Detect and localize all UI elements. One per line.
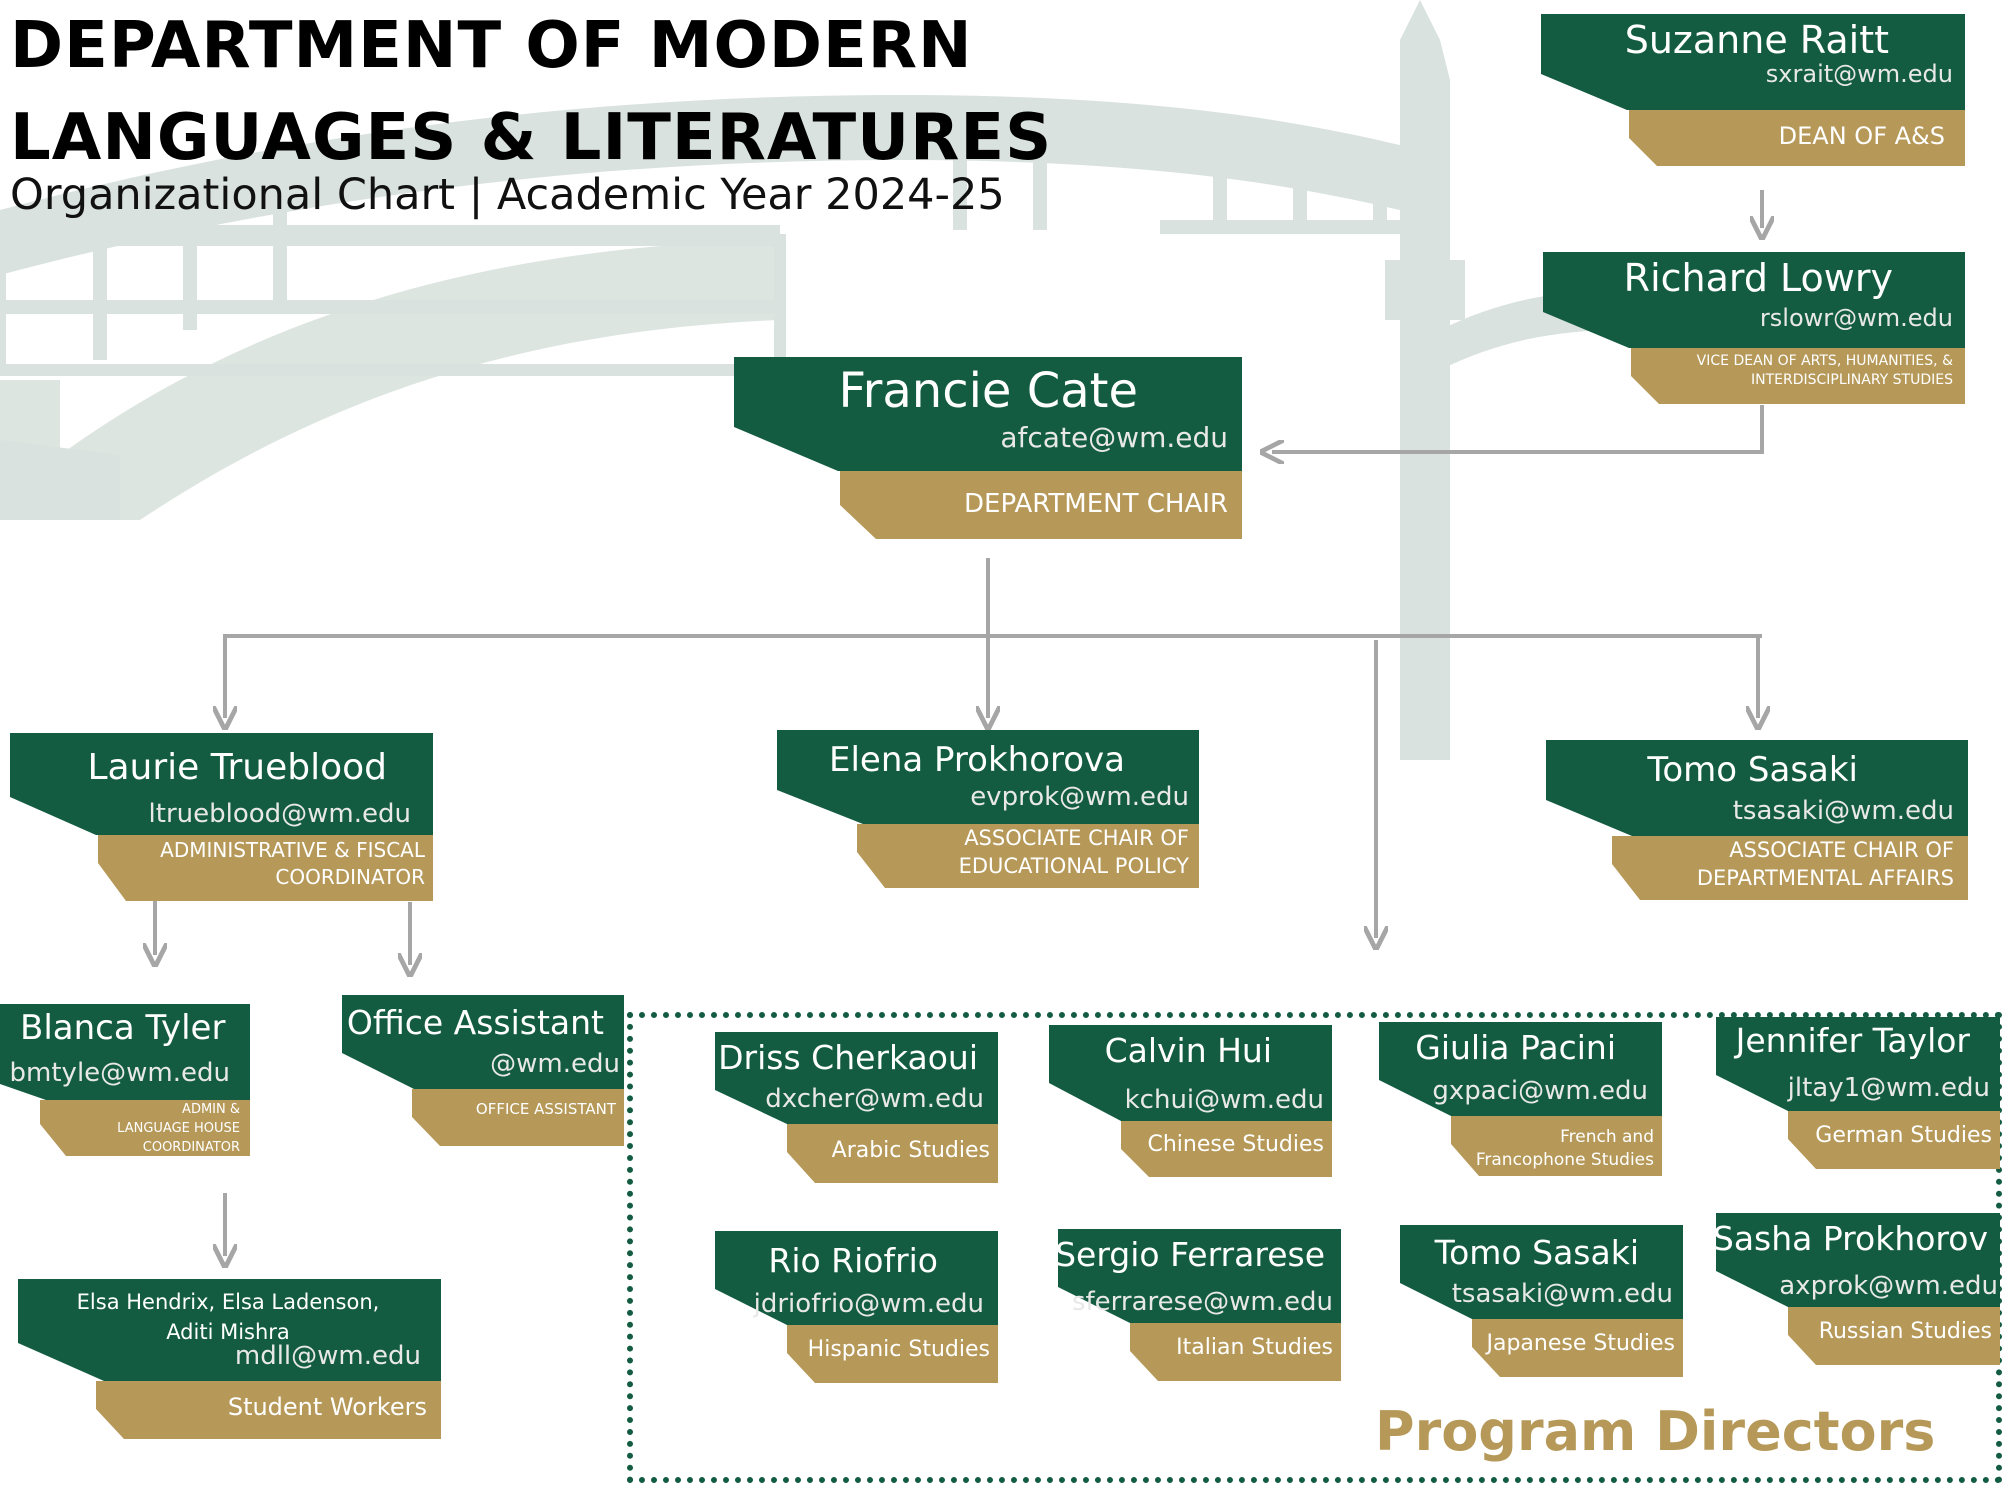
card-office-assistant: Office Assistant @wm.edu OFFICE ASSISTAN…: [342, 995, 624, 1146]
page-subtitle: Organizational Chart | Academic Year 202…: [10, 170, 1005, 220]
program-directors-label: Program Directors: [1375, 1400, 1936, 1463]
affairs-chair-role-line-1: ASSOCIATE CHAIR OF: [1729, 838, 1954, 862]
chair-email: afcate@wm.edu: [1000, 421, 1228, 454]
director-card: Jennifer Taylor jltay1@wm.edu German Stu…: [1716, 1017, 2000, 1169]
vice-dean-role: VICE DEAN OF ARTS, HUMANITIES, & INTERDI…: [1697, 352, 1953, 390]
director-card: Tomo Sasaki tsasaki@wm.edu Japanese Stud…: [1400, 1225, 1683, 1377]
house-coordinator-role-line-3: COORDINATOR: [142, 1139, 240, 1155]
director-email: jdriofrio@wm.edu: [753, 1289, 984, 1319]
director-email: gxpaci@wm.edu: [1432, 1076, 1648, 1106]
affairs-chair-name: Tomo Sasaki: [1647, 750, 1858, 790]
affairs-chair-role-line-2: DEPARTMENTAL AFFAIRS: [1696, 866, 1954, 891]
title-line-2: LANGUAGES & LITERATURES: [10, 101, 1053, 175]
student-workers-names-line-2: Aditi Mishra: [166, 1320, 290, 1345]
vice-dean-name: Richard Lowry: [1623, 256, 1893, 300]
house-coordinator-role-line-2: LANGUAGE HOUSE: [117, 1120, 240, 1136]
coordinator-name: Laurie Trueblood: [87, 747, 387, 788]
director-program: Chinese Studies: [1147, 1132, 1325, 1157]
director-email: kchui@wm.edu: [1124, 1085, 1324, 1115]
director-email: axprok@wm.edu: [1779, 1271, 1998, 1301]
policy-chair-email: evprok@wm.edu: [970, 782, 1189, 812]
director-email: jltay1@wm.edu: [1787, 1073, 1990, 1103]
student-workers-names-line-1: Elsa Hendrix, Elsa Ladenson,: [76, 1290, 380, 1314]
affairs-chair-email: tsasaki@wm.edu: [1732, 796, 1954, 826]
director-card: Rio Riofrio jdriofrio@wm.edu Hispanic St…: [715, 1231, 998, 1383]
title-line-1: DEPARTMENT OF MODERN: [10, 9, 973, 83]
director-name: Rio Riofrio: [768, 1241, 938, 1280]
page-title: DEPARTMENT OF MODERN LANGUAGES & LITERAT…: [10, 0, 1052, 184]
affairs-chair-role: ASSOCIATE CHAIR OF DEPARTMENTAL AFFAIRS: [1697, 836, 1954, 893]
coordinator-role-line-1: ADMINISTRATIVE & FISCAL: [160, 838, 425, 862]
policy-chair-role: ASSOCIATE CHAIR OF EDUCATIONAL POLICY: [959, 824, 1189, 881]
vice-dean-email: rslowr@wm.edu: [1759, 304, 1953, 332]
director-name: Sasha Prokhorov: [1712, 1219, 1988, 1258]
office-assistant-email: @wm.edu: [490, 1049, 620, 1079]
director-email: sferrarese@wm.edu: [1071, 1287, 1333, 1317]
student-workers-role: Student Workers: [227, 1393, 427, 1421]
director-program: Russian Studies: [1818, 1319, 1992, 1344]
policy-chair-name: Elena Prokhorova: [828, 740, 1125, 780]
student-workers-email: mdll@wm.edu: [234, 1341, 421, 1371]
director-name: Sergio Ferrarese: [1055, 1235, 1325, 1274]
dean-email: sxrait@wm.edu: [1765, 60, 1953, 88]
director-email: tsasaki@wm.edu: [1451, 1279, 1673, 1309]
director-program: Hispanic Studies: [807, 1337, 990, 1362]
chair-name: Francie Cate: [838, 363, 1138, 419]
director-card: Calvin Hui kchui@wm.edu Chinese Studies: [1049, 1025, 1332, 1177]
director-card: Driss Cherkaoui dxcher@wm.edu Arabic Stu…: [715, 1032, 998, 1183]
vice-dean-role-line-2: INTERDISCIPLINARY STUDIES: [1750, 371, 1953, 388]
card-assoc-chair-policy: Elena Prokhorova evprok@wm.edu ASSOCIATE…: [777, 730, 1199, 888]
director-name: Calvin Hui: [1104, 1031, 1272, 1070]
house-coordinator-role: ADMIN & LANGUAGE HOUSE COORDINATOR: [117, 1101, 240, 1158]
card-vice-dean: Richard Lowry rslowr@wm.edu VICE DEAN OF…: [1543, 252, 1965, 404]
director-name: Driss Cherkaoui: [718, 1038, 978, 1077]
card-student-workers: Elsa Hendrix, Elsa Ladenson, Aditi Mishr…: [18, 1279, 441, 1439]
director-email: dxcher@wm.edu: [765, 1084, 984, 1114]
director-program-line-1: French and: [1560, 1127, 1654, 1147]
director-card: Sergio Ferrarese sferrarese@wm.edu Itali…: [1055, 1229, 1341, 1381]
house-coordinator-email: bmtyle@wm.edu: [9, 1058, 230, 1088]
chair-role: DEPARTMENT CHAIR: [964, 489, 1228, 519]
coordinator-role: ADMINISTRATIVE & FISCAL COORDINATOR: [160, 837, 425, 891]
card-dean: Suzanne Raitt sxrait@wm.edu DEAN OF A&S: [1541, 14, 1965, 166]
house-coordinator-role-line-1: ADMIN &: [182, 1102, 240, 1117]
director-program: Arabic Studies: [831, 1138, 990, 1163]
card-assoc-chair-affairs: Tomo Sasaki tsasaki@wm.edu ASSOCIATE CHA…: [1546, 740, 1968, 900]
director-program-line-2: Francophone Studies: [1475, 1149, 1654, 1170]
card-department-chair: Francie Cate afcate@wm.edu DEPARTMENT CH…: [734, 357, 1242, 539]
card-house-coordinator: Blanca Tyler bmtyle@wm.edu ADMIN & LANGU…: [0, 1004, 250, 1156]
dean-role: DEAN OF A&S: [1778, 122, 1945, 150]
director-program: Japanese Studies: [1486, 1331, 1676, 1356]
coordinator-role-line-2: COORDINATOR: [275, 865, 425, 889]
policy-chair-role-line-1: ASSOCIATE CHAIR OF: [964, 826, 1189, 850]
director-program: German Studies: [1815, 1123, 1992, 1148]
house-coordinator-name: Blanca Tyler: [20, 1008, 226, 1048]
student-workers-names: Elsa Hendrix, Elsa Ladenson, Aditi Mishr…: [48, 1287, 408, 1348]
director-name: Jennifer Taylor: [1735, 1021, 1970, 1060]
coordinator-email: ltrueblood@wm.edu: [148, 799, 411, 829]
dean-name: Suzanne Raitt: [1624, 18, 1889, 62]
vice-dean-role-line-1: VICE DEAN OF ARTS, HUMANITIES, &: [1696, 353, 1953, 369]
director-name: Tomo Sasaki: [1434, 1233, 1639, 1272]
director-program: French and Francophone Studies: [1476, 1126, 1654, 1172]
office-assistant-name: Office Assistant: [346, 1003, 604, 1042]
office-assistant-role: OFFICE ASSISTANT: [475, 1100, 616, 1118]
card-fiscal-coordinator: Laurie Trueblood ltrueblood@wm.edu ADMIN…: [10, 733, 433, 901]
policy-chair-role-line-2: EDUCATIONAL POLICY: [958, 854, 1189, 879]
director-card: Giulia Pacini gxpaci@wm.edu French and F…: [1379, 1022, 1662, 1176]
director-program: Italian Studies: [1176, 1335, 1333, 1360]
director-name: Giulia Pacini: [1415, 1028, 1616, 1067]
director-card: Sasha Prokhorov axprok@wm.edu Russian St…: [1712, 1213, 2000, 1365]
